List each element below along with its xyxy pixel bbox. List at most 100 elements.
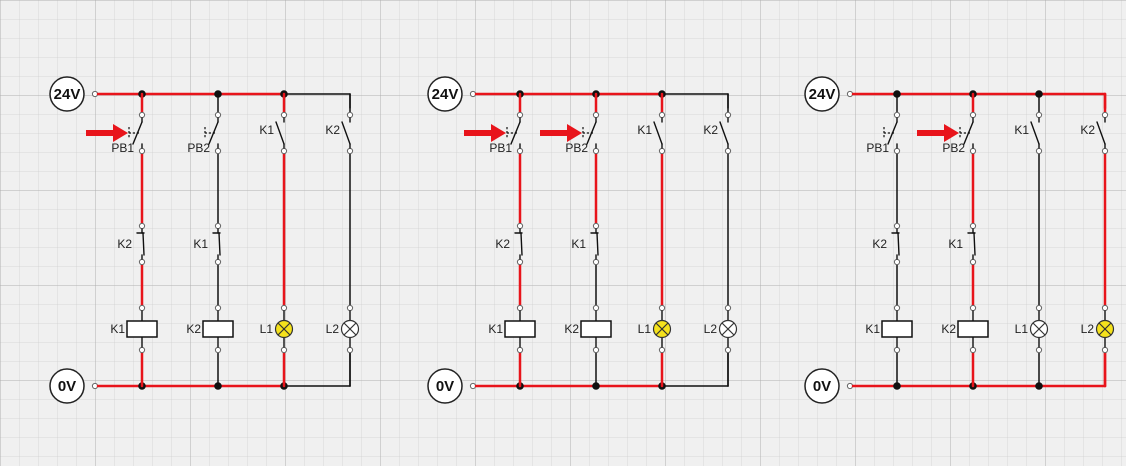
actuator xyxy=(128,127,139,139)
terminal xyxy=(346,147,354,155)
label-k2-coil: K2 xyxy=(186,322,201,336)
lamp-cross xyxy=(277,322,291,336)
red-arrow-shape xyxy=(86,124,128,142)
terminal xyxy=(516,346,524,354)
contact-blade xyxy=(596,232,599,256)
terminal xyxy=(724,147,732,155)
supply-0v-badge xyxy=(49,368,85,404)
contact-blade xyxy=(520,232,523,256)
lamp-l2 xyxy=(1095,304,1115,354)
supply-24v-badge xyxy=(804,76,840,112)
terminal xyxy=(214,258,222,266)
terminal xyxy=(592,304,600,312)
terminal xyxy=(592,111,600,119)
coil-k1 xyxy=(126,304,158,354)
contact-blade xyxy=(275,121,285,145)
terminal xyxy=(1035,147,1043,155)
label-pb1: PB1 xyxy=(111,141,134,155)
label-l1: L1 xyxy=(1015,322,1029,336)
supply-24v-badge xyxy=(427,76,463,112)
contact-k1-nc xyxy=(590,222,600,266)
contact-k2-no xyxy=(1096,111,1109,155)
contact-k2-no xyxy=(719,111,732,155)
label-k1-coil: K1 xyxy=(110,322,125,336)
terminal xyxy=(214,222,222,230)
press-arrow-pb2 xyxy=(917,124,959,142)
terminal xyxy=(658,111,666,119)
contact-blade xyxy=(1030,121,1040,145)
coil-k2 xyxy=(580,304,612,354)
lamp-l1 xyxy=(274,304,294,354)
terminal xyxy=(893,111,901,119)
terminal xyxy=(280,346,288,354)
terminal xyxy=(592,222,600,230)
terminal xyxy=(280,304,288,312)
terminal xyxy=(138,346,146,354)
supply-24v-label: 24V xyxy=(54,86,81,103)
terminal xyxy=(516,258,524,266)
press-arrow-pb2 xyxy=(540,124,582,142)
label-l1: L1 xyxy=(260,322,274,336)
terminal xyxy=(516,147,524,155)
contact-blade xyxy=(142,232,145,256)
label-k1-contact: K1 xyxy=(637,123,652,137)
coil-k2 xyxy=(957,304,989,354)
terminal xyxy=(724,304,732,312)
label-l2: L2 xyxy=(704,322,718,336)
label-pb2: PB2 xyxy=(942,141,965,155)
contact-k1-no xyxy=(275,111,288,155)
label-k1-contact: K1 xyxy=(1014,123,1029,137)
actuator xyxy=(204,127,215,139)
label-k2-nc: K2 xyxy=(495,237,510,251)
terminal xyxy=(969,304,977,312)
press-arrow-pb1 xyxy=(464,124,506,142)
coil-body xyxy=(202,320,234,338)
label-k1-contact: K1 xyxy=(259,123,274,137)
terminal xyxy=(969,346,977,354)
contact-blade xyxy=(973,232,976,256)
lamp-cross xyxy=(1098,322,1112,336)
lamp-cross xyxy=(343,322,357,336)
terminal xyxy=(1101,147,1109,155)
coil-k2 xyxy=(202,304,234,354)
supply-0v-badge xyxy=(804,368,840,404)
terminal xyxy=(214,147,222,155)
terminal xyxy=(658,346,666,354)
contact-blade xyxy=(653,121,663,145)
supply-0v-badge xyxy=(427,368,463,404)
label-k1-nc: K1 xyxy=(193,237,208,251)
terminal xyxy=(1035,111,1043,119)
red-arrow-shape xyxy=(917,124,959,142)
contact-k1-no xyxy=(1030,111,1043,155)
coil-k1 xyxy=(881,304,913,354)
lamp-l1 xyxy=(1029,304,1049,354)
red-arrow-shape xyxy=(464,124,506,142)
terminal xyxy=(592,258,600,266)
label-k1-coil: K1 xyxy=(865,322,880,336)
supply-0v-label: 0V xyxy=(813,378,831,395)
actuator xyxy=(883,127,894,139)
lamp-l1 xyxy=(652,304,672,354)
label-k1-nc: K1 xyxy=(948,237,963,251)
press-arrow-pb1 xyxy=(86,124,128,142)
contact-k1-nc xyxy=(967,222,977,266)
label-k2-nc: K2 xyxy=(117,237,132,251)
terminal xyxy=(724,346,732,354)
supply-24v-label: 24V xyxy=(809,86,836,103)
label-l1: L1 xyxy=(638,322,652,336)
supply-0v-label: 0V xyxy=(436,378,454,395)
lamp-l2 xyxy=(718,304,738,354)
terminal xyxy=(516,111,524,119)
pushbutton-pb1 xyxy=(506,111,524,155)
terminal xyxy=(592,346,600,354)
terminal xyxy=(138,147,146,155)
contact-k2-nc xyxy=(891,222,901,266)
terminal xyxy=(1035,304,1043,312)
pushbutton-pb2 xyxy=(959,111,977,155)
contact-blade xyxy=(341,121,351,145)
coil-body xyxy=(126,320,158,338)
terminal xyxy=(592,147,600,155)
